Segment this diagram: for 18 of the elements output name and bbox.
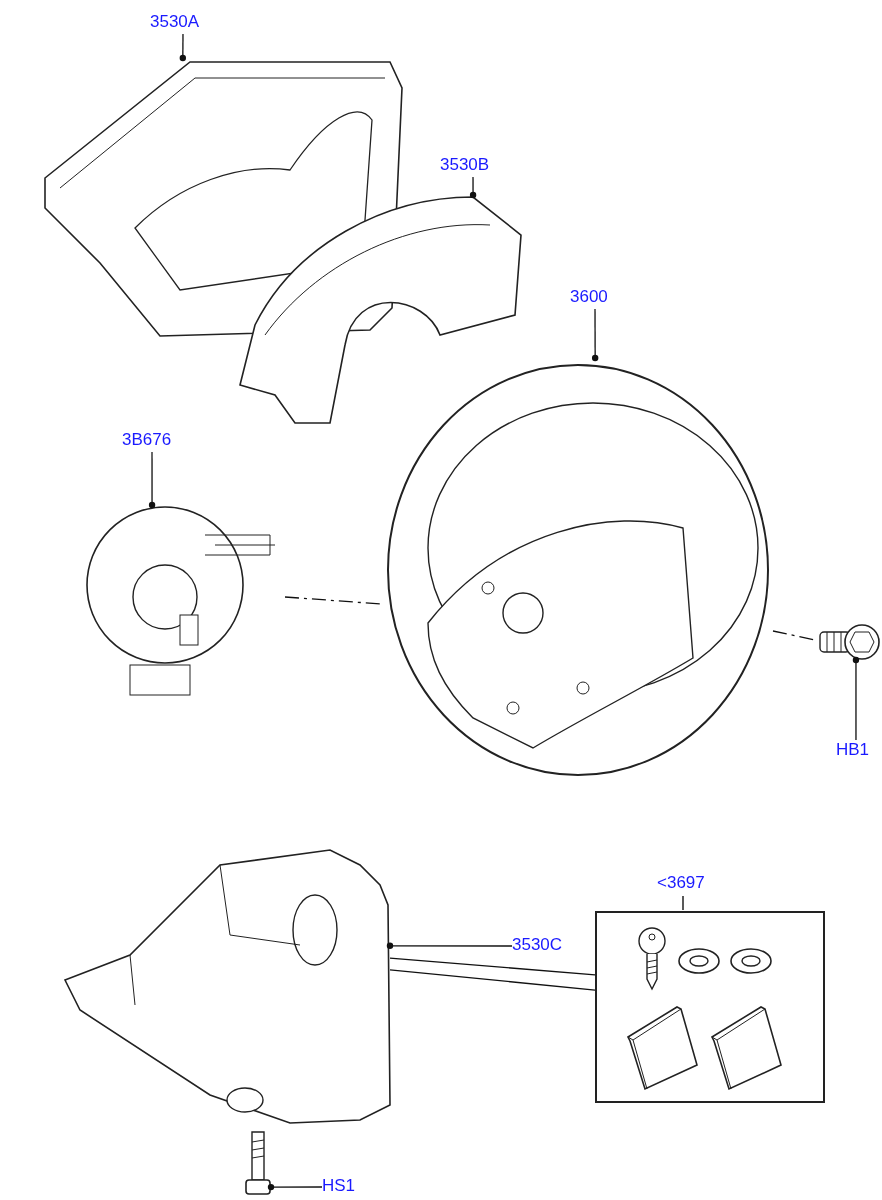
leader-line (591, 308, 599, 362)
leader-line (852, 656, 860, 741)
callout-number: HS1 (322, 1176, 356, 1196)
leader-line (267, 1183, 323, 1191)
callout-number: HB1 (836, 740, 870, 760)
leader-line (179, 33, 186, 62)
callout-number: 3530B (440, 155, 490, 175)
callout-number: 3530C (512, 935, 563, 955)
leader-line (469, 176, 477, 199)
callout-number: 3530A (150, 12, 200, 32)
leader-line (389, 957, 596, 976)
leader-line (386, 942, 513, 949)
callout-number: 3600 (570, 287, 608, 307)
center-line (772, 630, 816, 641)
callout-number: 3B676 (122, 430, 172, 450)
leader-line (389, 969, 596, 991)
leader-line (148, 451, 156, 509)
callout-number: <3697 (657, 873, 705, 893)
